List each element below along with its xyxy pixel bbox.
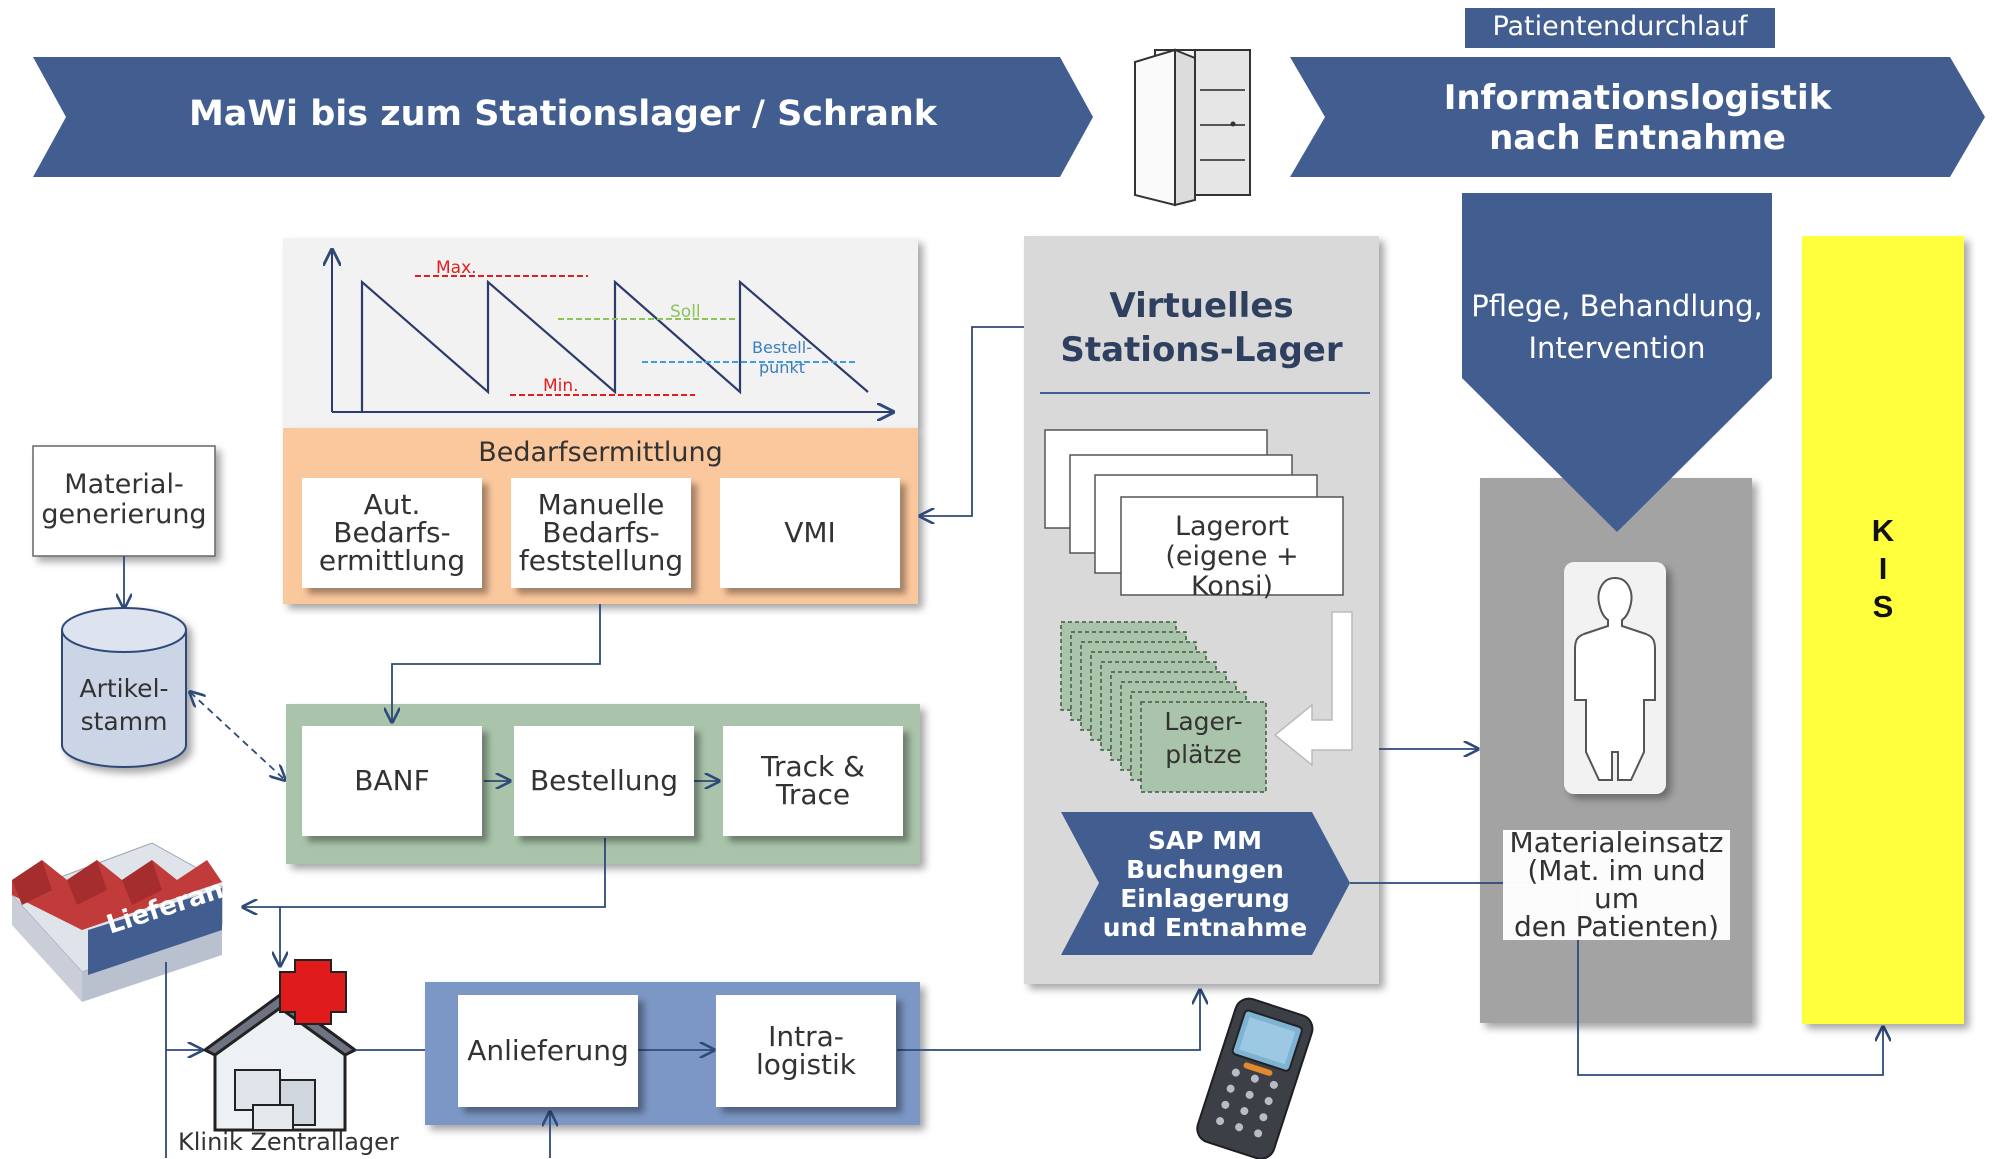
manuelle-bedarf-box: Manuelle Bedarfs- feststellung (511, 478, 691, 588)
pflege-line1: Pflege, Behandlung, (1471, 289, 1763, 323)
bestellpunkt-line2: punkt (759, 358, 805, 377)
materialeinsatz-line1: Materialeinsatz (1509, 826, 1724, 859)
intra-line1: Intra- (768, 1020, 844, 1053)
intralogistik-box: Intra- logistik (716, 995, 896, 1107)
cabinet-icon (1134, 48, 1251, 207)
material-gen-line1: Material- (64, 469, 184, 500)
aut-line3: ermittlung (318, 544, 466, 577)
pflege-down-arrow (1462, 193, 1772, 532)
banner-right-line1: Informationslogistik (1443, 78, 1832, 118)
material-gen-label: Material- generierung (33, 470, 215, 530)
aut-line2: Bedarfs- (333, 516, 451, 549)
bestellung-box: Bestellung (514, 726, 694, 836)
lagerort-line2: (eigene + Konsi) (1165, 541, 1299, 602)
sap-line2: Buchungen (1126, 855, 1284, 884)
track-line2: Trace (775, 778, 851, 811)
sawtooth-chart (332, 250, 893, 412)
aut-line1: Aut. (363, 488, 421, 521)
lagerort-stack (1044, 429, 1344, 596)
lagerort-line1: Lagerort (1174, 511, 1290, 542)
klinik-house-icon (202, 959, 358, 1132)
patient-figure-icon (1564, 562, 1666, 794)
materialeinsatz-line2: (Mat. im und um (1527, 854, 1706, 915)
white-bent-arrow (1273, 611, 1353, 767)
virtual-title-line2: Stations-Lager (1060, 330, 1343, 370)
banf-box: BANF (302, 726, 482, 836)
artikel-line1: Artikel- (79, 674, 169, 703)
lagerplaetze-stack (1060, 621, 1267, 793)
banner-left-shape (33, 57, 1093, 177)
man-line1: Manuelle (537, 488, 665, 521)
patient-flow-tab (1465, 8, 1775, 48)
lagerort-label: Lagerort (eigene + Konsi) (1121, 512, 1343, 602)
banner-left-title: MaWi bis zum Stationslager / Schrank (188, 94, 938, 134)
banner-right-title: Informationslogistik nach Entnahme (1325, 78, 1950, 158)
kis-letter-k: K (1871, 513, 1895, 548)
sap-line1: SAP MM (1147, 826, 1263, 855)
chart-soll-label: Soll (670, 302, 701, 322)
sap-line3: Einlagerung (1120, 884, 1290, 913)
material-gen-line2: generierung (41, 499, 207, 530)
sap-mm-chevron (1061, 812, 1350, 955)
bestellpunkt-line1: Bestell- (752, 338, 812, 357)
track-trace-box: Track & Trace (723, 726, 903, 836)
man-line2: Bedarfs- (542, 516, 660, 549)
kis-bar (1802, 236, 1964, 1024)
patient-flow-label: Patientendurchlauf (1492, 11, 1748, 42)
artikelstamm-label: Artikel- stamm (62, 672, 186, 738)
klinik-label: Klinik Zentrallager (178, 1128, 399, 1156)
chart-panel (283, 238, 918, 428)
lagerplaetze-label: Lager- plätze (1141, 705, 1266, 771)
vmi-box: VMI (720, 478, 900, 588)
sap-line4: und Entnahme (1102, 913, 1308, 942)
bedarf-title: Bedarfsermittlung (478, 437, 723, 468)
chart-bestellpunkt-label: Bestell- punkt (742, 338, 822, 378)
banner-right-line2: nach Entnahme (1489, 118, 1786, 158)
handheld-scanner-icon (1196, 997, 1314, 1159)
virtual-title-line1: Virtuelles (1109, 286, 1294, 326)
man-line3: feststellung (518, 544, 684, 577)
track-line1: Track & (760, 750, 865, 783)
sap-mm-label: SAP MM Buchungen Einlagerung und Entnahm… (1080, 826, 1330, 942)
chart-min-label: Min. (543, 376, 579, 396)
kis-letter-s: S (1872, 589, 1894, 624)
plaetze-line2: plätze (1165, 740, 1242, 769)
kis-letter-i: I (1878, 551, 1888, 586)
pflege-label: Pflege, Behandlung, Intervention (1462, 285, 1772, 369)
pflege-line2: Intervention (1528, 331, 1706, 365)
artikel-db-icon (61, 607, 187, 768)
plaetze-line1: Lager- (1164, 707, 1243, 736)
materialeinsatz-box: Materialeinsatz (Mat. im und um den Pati… (1503, 826, 1730, 943)
materialeinsatz-line3: den Patienten) (1513, 910, 1720, 943)
chart-max-label: Max. (436, 258, 477, 278)
virtual-title: Virtuelles Stations-Lager (1024, 284, 1379, 372)
anlieferung-box: Anlieferung (458, 995, 638, 1107)
lieferant-factory-icon (11, 842, 223, 1002)
banner-right-shape (1290, 57, 1985, 177)
intra-line2: logistik (755, 1048, 857, 1081)
artikel-line2: stamm (80, 707, 168, 736)
kis-label: K I S (1802, 512, 1964, 626)
aut-bedarf-box: Aut. Bedarfs- ermittlung (302, 478, 482, 588)
